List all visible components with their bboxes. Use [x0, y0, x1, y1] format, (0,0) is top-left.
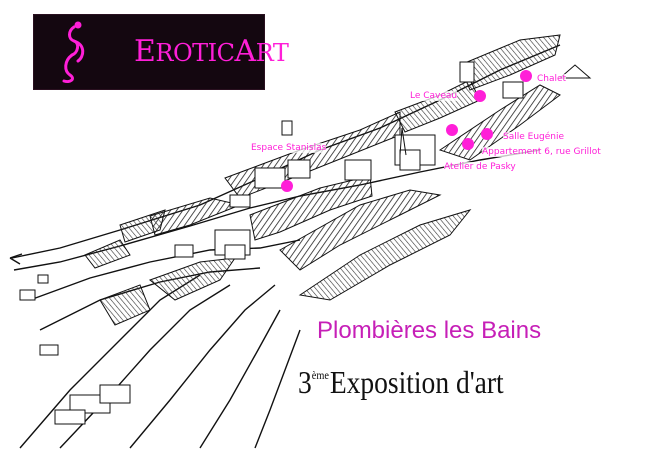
marker-espace-stanislas [281, 180, 293, 192]
marker-le-caveau [474, 90, 486, 102]
edition-suffix: ème [311, 368, 329, 382]
exhibition-name: Exposition d'art [329, 364, 504, 400]
marker-chalet [520, 70, 532, 82]
logo-wordmark: EROTICART [134, 34, 289, 69]
dancer-figure-icon [62, 21, 85, 83]
edition-number: 3 [298, 364, 312, 400]
logo-word-rotic: ROTIC [155, 39, 235, 67]
building-outlines [19, 61, 524, 425]
label-le-caveau: Le Caveau [410, 91, 458, 101]
label-atelier-de-pasky: Atelier de Pasky [444, 162, 516, 172]
exhibition-title: 3èmeExposition d'art [298, 358, 504, 399]
marker-appartement-6 [446, 124, 458, 136]
marker-salle-eugenie [481, 128, 493, 140]
label-espace-stanislas: Espace Stanislas [251, 143, 327, 153]
town-title: Plombières les Bains [317, 317, 542, 344]
eroticart-logo: EROTICART [33, 14, 289, 90]
chalet-sketch [399, 64, 592, 156]
label-chalet: Chalet [537, 74, 567, 84]
logo-word-rt: RT [255, 39, 289, 67]
marker-atelier-de-pasky [462, 138, 474, 150]
label-salle-eugenie: Salle Eugénie [503, 132, 565, 142]
label-appartement-6: Appartement 6, rue Grillot [482, 147, 601, 157]
logo-letter-a: A [234, 34, 257, 69]
logo-letter-e: E [134, 34, 156, 69]
